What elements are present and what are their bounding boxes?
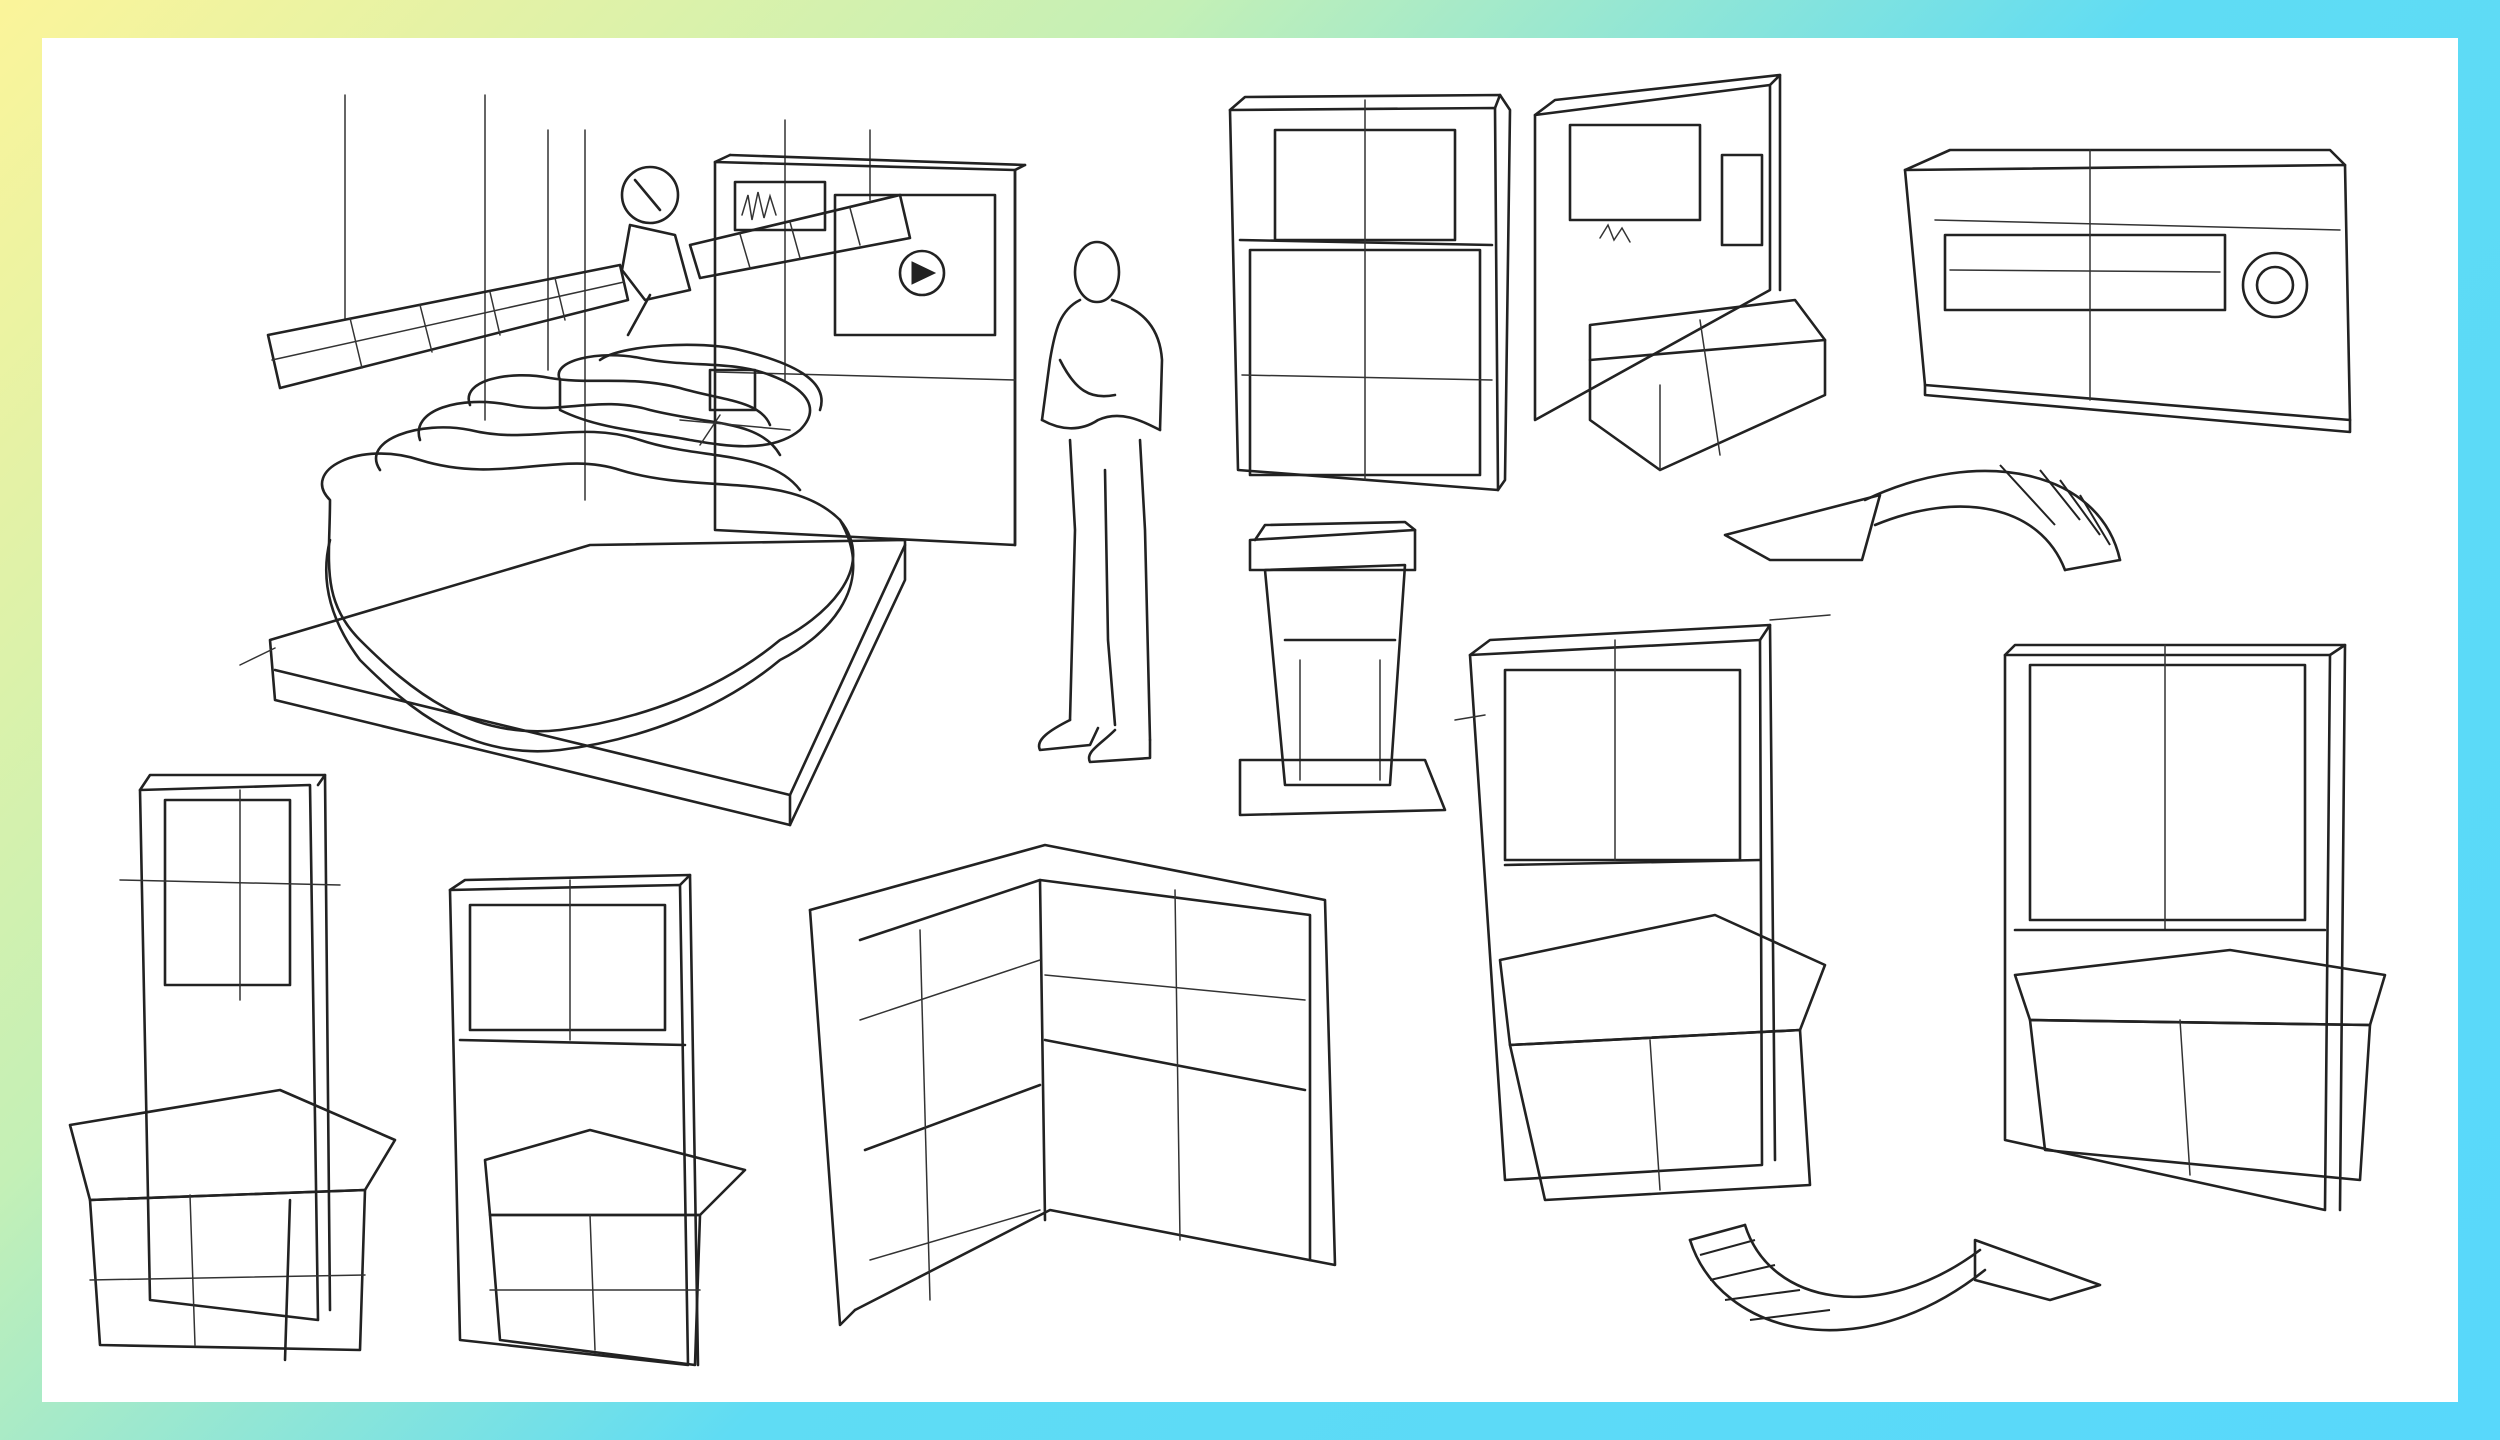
tall-bench-unit-left	[68, 773, 397, 1362]
topographic-model	[320, 343, 855, 753]
curved-arrow-icon	[1723, 464, 2122, 572]
satellite-icon	[266, 165, 912, 390]
corner-shelf	[808, 843, 1337, 1327]
tall-bench-unit-mid	[448, 873, 747, 1367]
person-icon	[1037, 240, 1164, 764]
bench-cabinet-right	[2003, 643, 2387, 1212]
display-cabinet	[1228, 93, 1512, 492]
bench-cabinet-left	[1454, 614, 1831, 1202]
kiosk-with-screens	[1533, 73, 1827, 472]
exhibit-back-panel	[713, 153, 1027, 547]
exhibit-base	[239, 538, 907, 827]
wall-panel-with-dial	[1903, 148, 2352, 434]
lectern	[1238, 520, 1447, 817]
rotate-arrow-bottom	[1688, 1223, 2102, 1332]
satellite-exhibit	[239, 94, 1027, 827]
